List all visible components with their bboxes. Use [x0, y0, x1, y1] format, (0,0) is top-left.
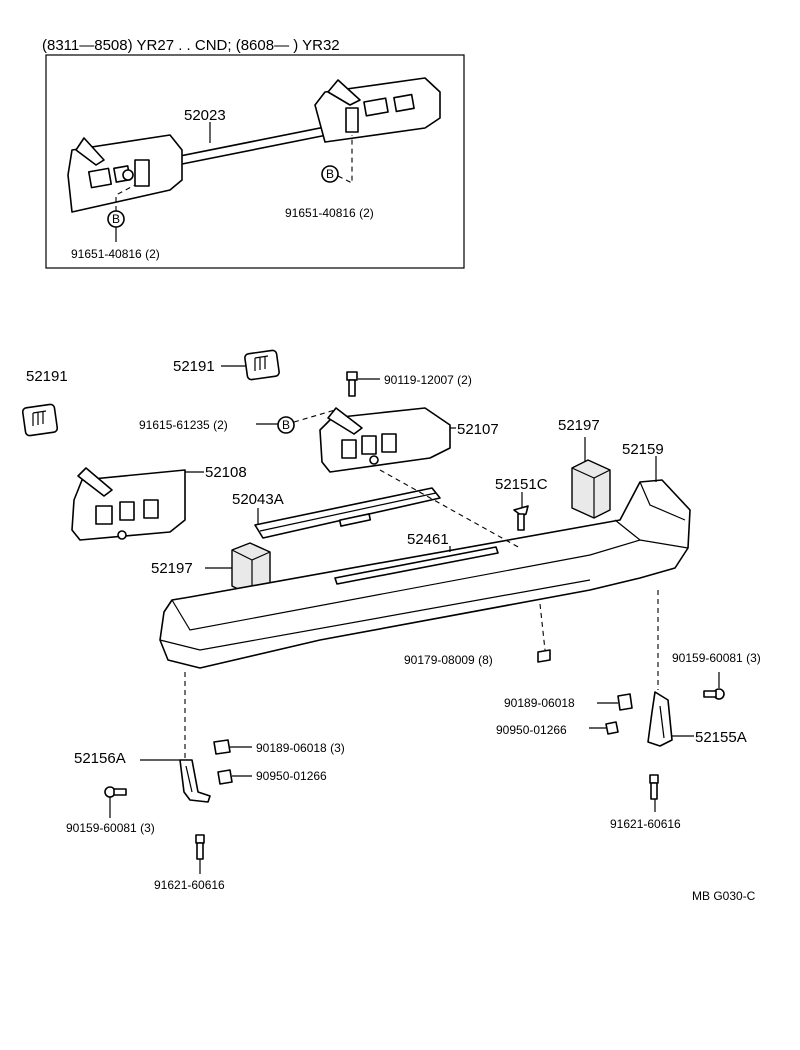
label-90189-left: 90189-06018 (3): [256, 741, 345, 755]
nut-90950-left: [217, 769, 233, 785]
svg-text:B: B: [112, 212, 120, 226]
bolt-91621-left: [195, 834, 205, 860]
emblem-pad-52191-right: [244, 349, 280, 381]
svg-text:B: B: [282, 418, 290, 432]
label-90159-left: 90159-60081 (3): [66, 821, 155, 835]
label-52108: 52108: [205, 464, 247, 481]
label-90950-left: 90950-01266: [256, 769, 327, 783]
svg-text:B: B: [326, 167, 334, 181]
label-91621-left: 91621-60616: [154, 878, 225, 892]
clip-90189-right: [617, 693, 633, 711]
bracket-52156a: [179, 759, 211, 803]
spacer-block-52197-right: [571, 459, 611, 519]
label-90159-right: 90159-60081 (3): [672, 651, 761, 665]
nut-90179: [537, 649, 551, 663]
label-52197-right: 52197: [558, 417, 600, 434]
label-91615: 91615-61235 (2): [139, 418, 228, 432]
label-90950-right: 90950-01266: [496, 723, 567, 737]
drawing-code: MB G030-C: [692, 889, 756, 903]
label-52043a: 52043A: [232, 491, 284, 508]
inset-frame: [45, 54, 465, 269]
label-91621-right: 91621-60616: [610, 817, 681, 831]
bolt-91621-right: [649, 774, 659, 800]
inset-header: (8311—8508) YR27 . . CND; (8608— ) YR32: [42, 37, 340, 54]
label-52461: 52461: [407, 531, 449, 548]
label-52197-left: 52197: [151, 560, 193, 577]
label-90179: 90179-08009 (8): [404, 653, 493, 667]
label-90189-right: 90189-06018: [504, 696, 575, 710]
label-52107: 52107: [457, 421, 499, 438]
clip-90189-left: [213, 739, 231, 755]
label-90119: 90119-12007 (2): [384, 373, 472, 387]
bumper-cover-52159: [159, 479, 691, 669]
label-52151c: 52151C: [495, 476, 548, 493]
label-52159: 52159: [622, 441, 664, 458]
bumper-bracket-52108: [71, 467, 186, 541]
nut-90950-right: [605, 721, 619, 735]
clip-52151c: [513, 505, 529, 531]
label-52156a: 52156A: [74, 750, 126, 767]
label-52191-right: 52191: [173, 358, 215, 375]
bolt-90119: [346, 371, 358, 397]
label-91651-right: 91651-40816 (2): [285, 206, 374, 220]
inset-left-bracket: [67, 134, 183, 213]
bolt-90159-right: [703, 688, 725, 700]
moulding-52461: [334, 546, 499, 585]
emblem-pad-52191-left: [21, 403, 59, 437]
bracket-52155a: [647, 691, 673, 747]
label-91651-left: 91651-40816 (2): [71, 247, 160, 261]
label-52023: 52023: [184, 107, 226, 124]
bumper-bracket-52107: [319, 407, 451, 473]
inset-bolt-symbol-left: B: [107, 210, 125, 228]
bolt-symbol-91615: B: [277, 416, 295, 434]
label-52191-left: 52191: [26, 368, 68, 385]
bolt-90159-left: [104, 786, 127, 798]
inset-right-bracket: [314, 77, 441, 143]
retainer-52043a: [254, 487, 441, 539]
inset-bolt-symbol-right: B: [321, 165, 339, 183]
label-52155a: 52155A: [695, 729, 747, 746]
